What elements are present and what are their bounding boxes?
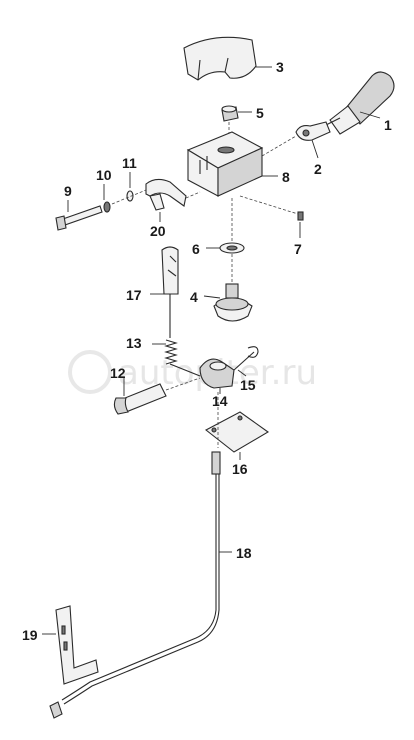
part-4-pivot xyxy=(213,254,253,322)
callout-10: 10 xyxy=(96,167,112,183)
part-18-cable xyxy=(49,451,221,719)
callout-17: 17 xyxy=(126,287,142,303)
part-2-linkage xyxy=(295,121,331,141)
callout-20: 20 xyxy=(150,223,166,239)
part-5-nut xyxy=(221,105,239,122)
part-14-selector xyxy=(199,351,255,389)
callout-19: 19 xyxy=(22,627,38,643)
part-11-washer xyxy=(126,190,134,202)
part-13-spring xyxy=(164,339,178,365)
part-7-screw xyxy=(297,211,304,221)
part-12-pin xyxy=(113,383,167,415)
callout-14: 14 xyxy=(212,393,228,409)
callout-3: 3 xyxy=(276,59,284,75)
callout-2: 2 xyxy=(314,161,322,177)
part-17-rod xyxy=(161,246,179,338)
callout-15: 15 xyxy=(240,377,256,393)
callout-13: 13 xyxy=(126,335,142,351)
part-8-housing xyxy=(186,131,264,197)
watermark: autopiter.ru xyxy=(68,350,317,394)
part-19-bracket xyxy=(55,605,99,685)
callout-5: 5 xyxy=(256,105,264,121)
callout-18: 18 xyxy=(236,545,252,561)
callout-7: 7 xyxy=(294,241,302,257)
callout-9: 9 xyxy=(64,183,72,199)
callout-16: 16 xyxy=(232,461,248,477)
part-1-lever xyxy=(323,71,395,135)
part-20-clamp xyxy=(145,178,187,211)
callout-labels: 1 2 3 4 5 6 7 8 9 10 11 12 13 14 15 16 1… xyxy=(22,59,392,643)
callout-6: 6 xyxy=(192,241,200,257)
part-6-washer xyxy=(219,242,245,254)
callout-11: 11 xyxy=(122,155,137,171)
part-10-washer xyxy=(103,201,111,213)
callout-8: 8 xyxy=(282,169,290,185)
part-16-plate xyxy=(204,411,270,453)
callout-12: 12 xyxy=(110,365,126,381)
callout-1: 1 xyxy=(384,117,392,133)
callout-4: 4 xyxy=(190,289,198,305)
part-9-bolt xyxy=(55,205,103,231)
part-3-cover xyxy=(183,36,257,81)
part-15-clip xyxy=(247,346,259,358)
